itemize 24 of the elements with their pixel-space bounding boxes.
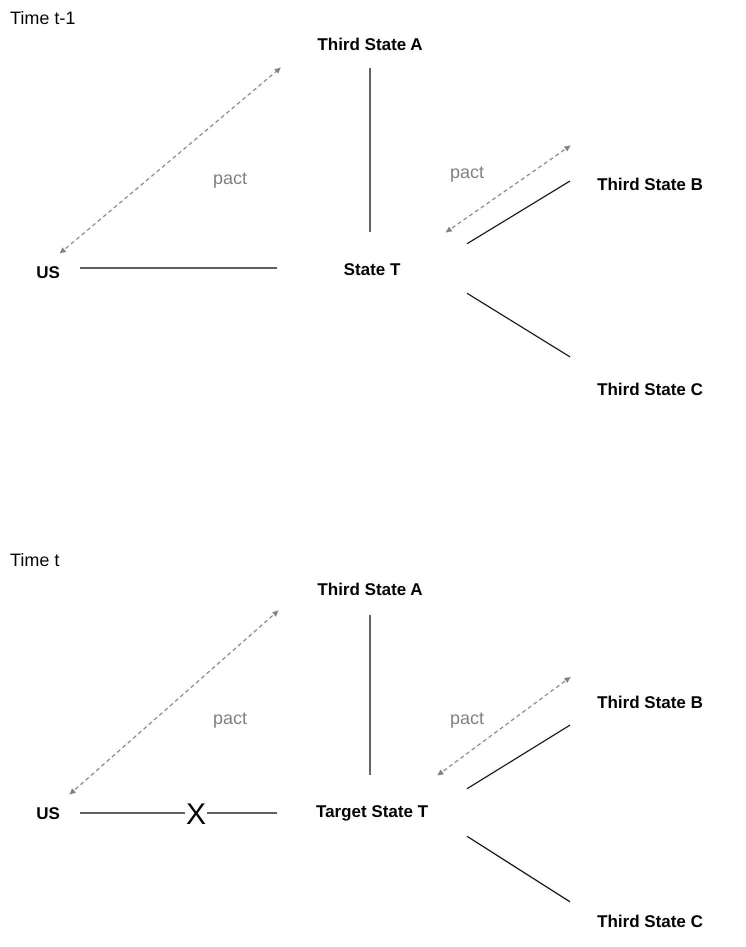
state-name: US	[36, 804, 60, 824]
connector-line	[80, 812, 277, 814]
state-name: US	[36, 263, 60, 283]
connector-line	[466, 724, 570, 790]
arrow	[446, 145, 570, 232]
arrow	[70, 610, 278, 794]
state-name: Third State A	[317, 580, 423, 600]
state-name: State T	[344, 260, 400, 280]
arrow	[60, 68, 281, 254]
connector-line	[369, 615, 371, 775]
state-name: Third State A	[317, 35, 423, 55]
arrow	[437, 676, 570, 776]
connector-line	[80, 267, 277, 269]
state-name: Third State C	[597, 380, 703, 400]
time-label: Time t	[10, 550, 60, 571]
state-name: Third State B	[597, 175, 703, 195]
state-name: Third State B	[597, 693, 703, 713]
state-name: Target State T	[316, 802, 428, 822]
connector-line	[466, 180, 570, 244]
state-name: Third State C	[597, 912, 703, 932]
connector-line	[369, 68, 371, 232]
connector-line	[466, 292, 570, 358]
time-label: Time t-1	[10, 8, 76, 29]
connector-line	[466, 836, 570, 902]
